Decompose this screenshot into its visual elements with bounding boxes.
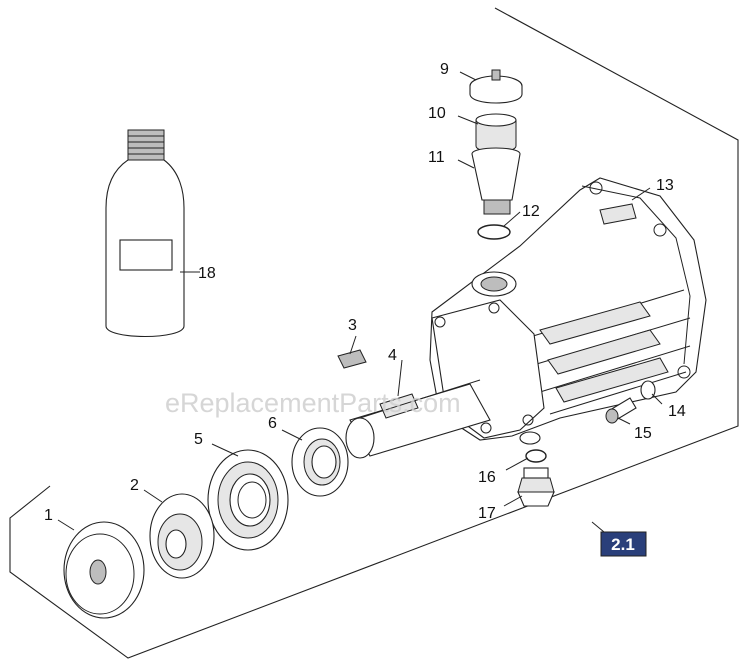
valve-body [471, 147, 521, 215]
group-badge [600, 531, 647, 557]
drain-plug [517, 467, 555, 507]
part-label-15: 15 [634, 425, 652, 442]
group-badge-label: 2.1 [611, 535, 635, 554]
end-cover [63, 521, 145, 619]
part-label-11: 11 [428, 149, 445, 166]
part-label-4: 4 [388, 347, 397, 364]
washer [640, 380, 656, 400]
valve-cap [469, 69, 523, 104]
part-label-14: 14 [668, 403, 686, 420]
part-label-1: 1 [44, 507, 53, 524]
part-label-12: 12 [522, 203, 540, 220]
valve-filter [475, 113, 517, 153]
leader-lines [57, 71, 663, 533]
part-label-17: 17 [478, 505, 496, 522]
part-label-5: 5 [194, 431, 203, 448]
ball-bearing [207, 449, 289, 551]
key [337, 349, 367, 369]
shaft [345, 379, 491, 459]
watermark-text: eReplacementParts.com [165, 388, 461, 418]
seal-ring [291, 427, 349, 497]
part-label-2: 2 [130, 477, 139, 494]
assembly-group-boundary [9, 7, 739, 659]
bearing-flange [149, 493, 215, 579]
part-label-3: 3 [348, 317, 357, 334]
part-label-10: 10 [428, 105, 446, 122]
screw [605, 397, 637, 424]
part-label-6: 6 [268, 415, 277, 432]
plug-seal [525, 449, 547, 463]
part-label-9: 9 [440, 61, 449, 78]
oil-bottle [105, 129, 185, 337]
part-label-18: 18 [198, 265, 216, 282]
part-label-13: 13 [656, 177, 674, 194]
valve-o-ring [477, 224, 511, 240]
part-label-16: 16 [478, 469, 496, 486]
